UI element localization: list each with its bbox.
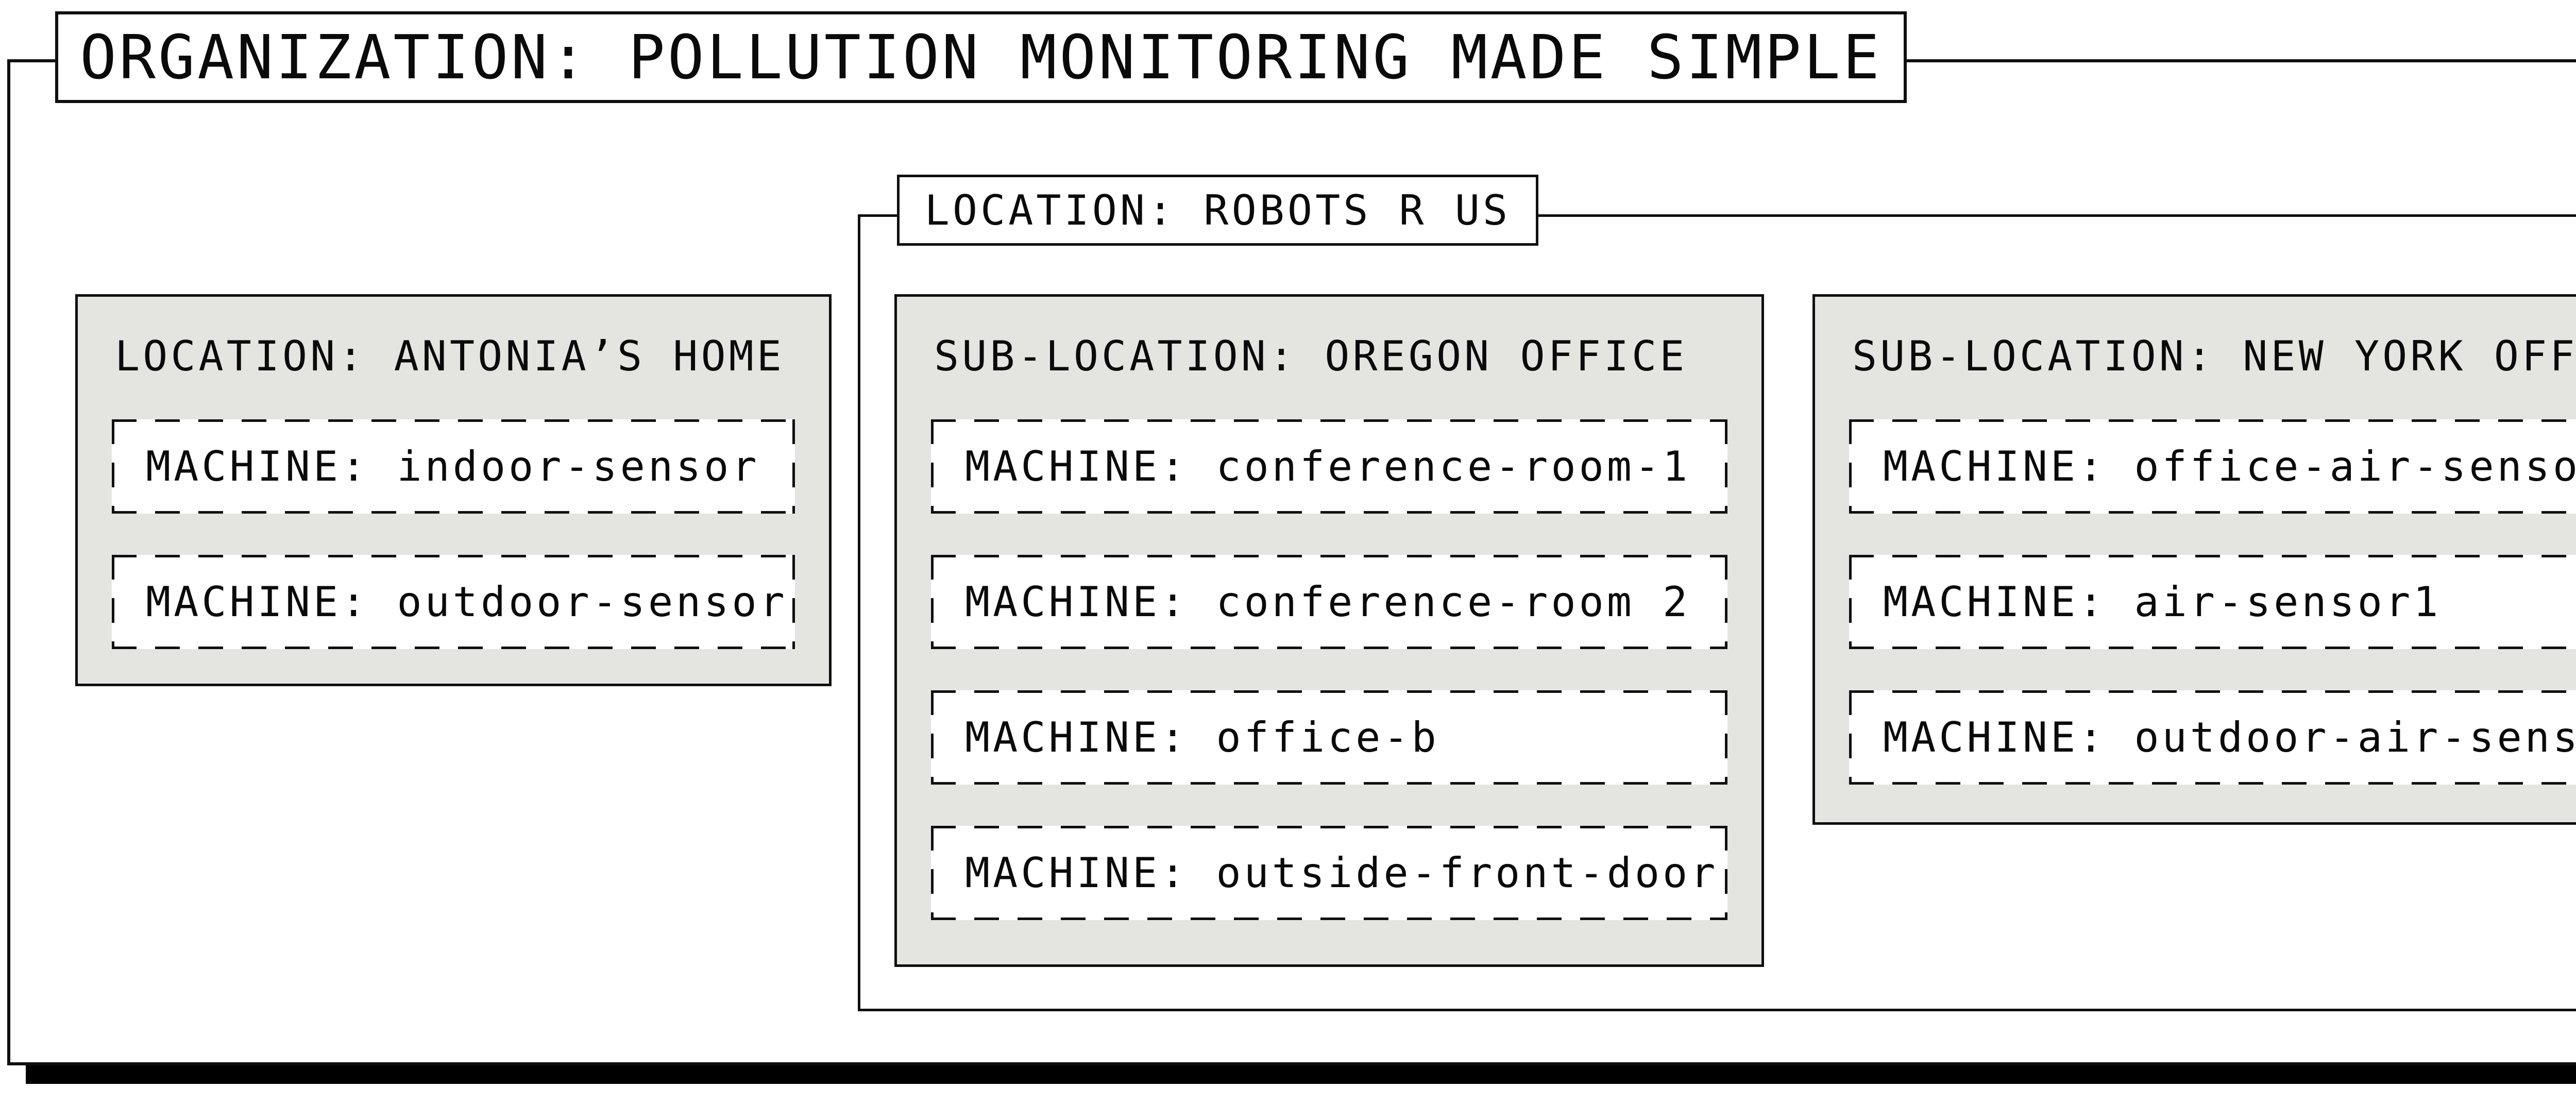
sub-location-oregon-office-label: SUB-LOCATION: OREGON OFFICE — [934, 332, 1688, 380]
machine-label-conference-room-2: MACHINE: conference-room 2 — [965, 578, 1691, 626]
sub-location-new-york-office-label: SUB-LOCATION: NEW YORK OFFICE — [1852, 332, 2576, 380]
location-robots-r-us-label: LOCATION: ROBOTS R US — [924, 186, 1511, 234]
machine-box-office-air-sensor: MACHINE: office-air-sensor — [1849, 419, 2576, 514]
machine-label-air-sensor1: MACHINE: air-sensor1 — [1883, 578, 2442, 626]
machine-label-outdoor-air-sensor: MACHINE: outdoor-air-sensor — [1883, 714, 2576, 761]
machine-box-air-sensor1: MACHINE: air-sensor1 — [1849, 555, 2576, 649]
machine-label-outside-front-door: MACHINE: outside-front-door — [965, 849, 1719, 897]
machine-box-outdoor-air-sensor: MACHINE: outdoor-air-sensor — [1849, 690, 2576, 785]
location-robots-r-us-label-box: LOCATION: ROBOTS R US — [897, 175, 1538, 246]
sub-location-new-york-office-box: SUB-LOCATION: NEW YORK OFFICE MACHINE: o… — [1812, 294, 2576, 825]
machine-label-indoor-sensor: MACHINE: indoor-sensor — [146, 443, 760, 490]
organization-title: ORGANIZATION: POLLUTION MONITORING MADE … — [80, 22, 1882, 93]
location-robots-r-us-box: SUB-LOCATION: OREGON OFFICE MACHINE: con… — [858, 214, 2576, 1011]
machine-label-conference-room-1: MACHINE: conference-room-1 — [965, 443, 1691, 490]
machine-box-indoor-sensor: MACHINE: indoor-sensor — [112, 419, 795, 514]
machine-box-outdoor-sensor: MACHINE: outdoor-sensor — [112, 555, 795, 649]
machine-label-office-b: MACHINE: office-b — [965, 714, 1439, 761]
machine-box-conference-room-2: MACHINE: conference-room 2 — [931, 555, 1727, 649]
machine-box-outside-front-door: MACHINE: outside-front-door — [931, 826, 1727, 920]
organization-label-box: ORGANIZATION: POLLUTION MONITORING MADE … — [55, 11, 1907, 103]
sub-location-oregon-office-box: SUB-LOCATION: OREGON OFFICE MACHINE: con… — [894, 294, 1764, 967]
machine-box-conference-room-1: MACHINE: conference-room-1 — [931, 419, 1727, 514]
location-antonias-home-label: LOCATION: ANTONIA’S HOME — [115, 332, 785, 380]
machine-label-outdoor-sensor: MACHINE: outdoor-sensor — [146, 578, 788, 626]
location-antonias-home-box: LOCATION: ANTONIA’S HOME MACHINE: indoor… — [75, 294, 832, 686]
machine-box-office-b: MACHINE: office-b — [931, 690, 1727, 785]
machine-label-office-air-sensor: MACHINE: office-air-sensor — [1883, 443, 2576, 490]
